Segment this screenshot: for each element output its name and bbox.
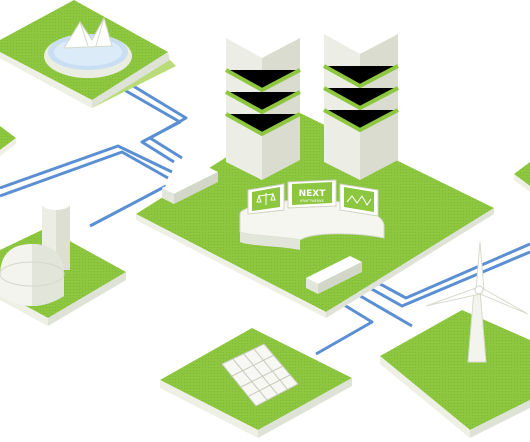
server-tower-left xyxy=(225,20,301,180)
monitor-center-subtitle: KRAFTWERKE xyxy=(300,199,324,203)
connector-box-right xyxy=(306,256,362,294)
monitor-right xyxy=(339,183,379,217)
wind-turbine-icon xyxy=(425,241,529,363)
monitor-left xyxy=(247,183,285,215)
pipe-fountain-to-center-2 xyxy=(113,82,182,164)
pipe-solar-to-center xyxy=(315,298,374,356)
pipe-left-edge-to-center-2 xyxy=(0,144,173,190)
monitor-center: NEXT KRAFTWERKE xyxy=(287,179,337,209)
server-tower-right xyxy=(323,16,399,180)
line-graph-icon xyxy=(346,195,372,206)
pipe-fountain-to-center xyxy=(119,76,188,160)
monitor-center-title: NEXT xyxy=(299,189,327,199)
solar-tile xyxy=(160,328,352,438)
fountain-icon xyxy=(44,16,132,78)
partial-tile-left xyxy=(0,126,16,156)
pipe-left-edge-to-center xyxy=(0,150,169,198)
fountain-tile xyxy=(0,0,176,108)
connector-box-left xyxy=(162,166,218,204)
biogas-tile xyxy=(0,198,126,326)
biogas-dome-icon xyxy=(0,244,65,306)
wind-tile xyxy=(380,241,530,438)
control-desk: NEXT KRAFTWERKE xyxy=(239,179,385,250)
scales-icon xyxy=(256,192,276,205)
pipe-biogas-to-center xyxy=(89,184,167,228)
partial-tile-right xyxy=(514,162,530,192)
solar-panel-icon xyxy=(221,343,299,407)
